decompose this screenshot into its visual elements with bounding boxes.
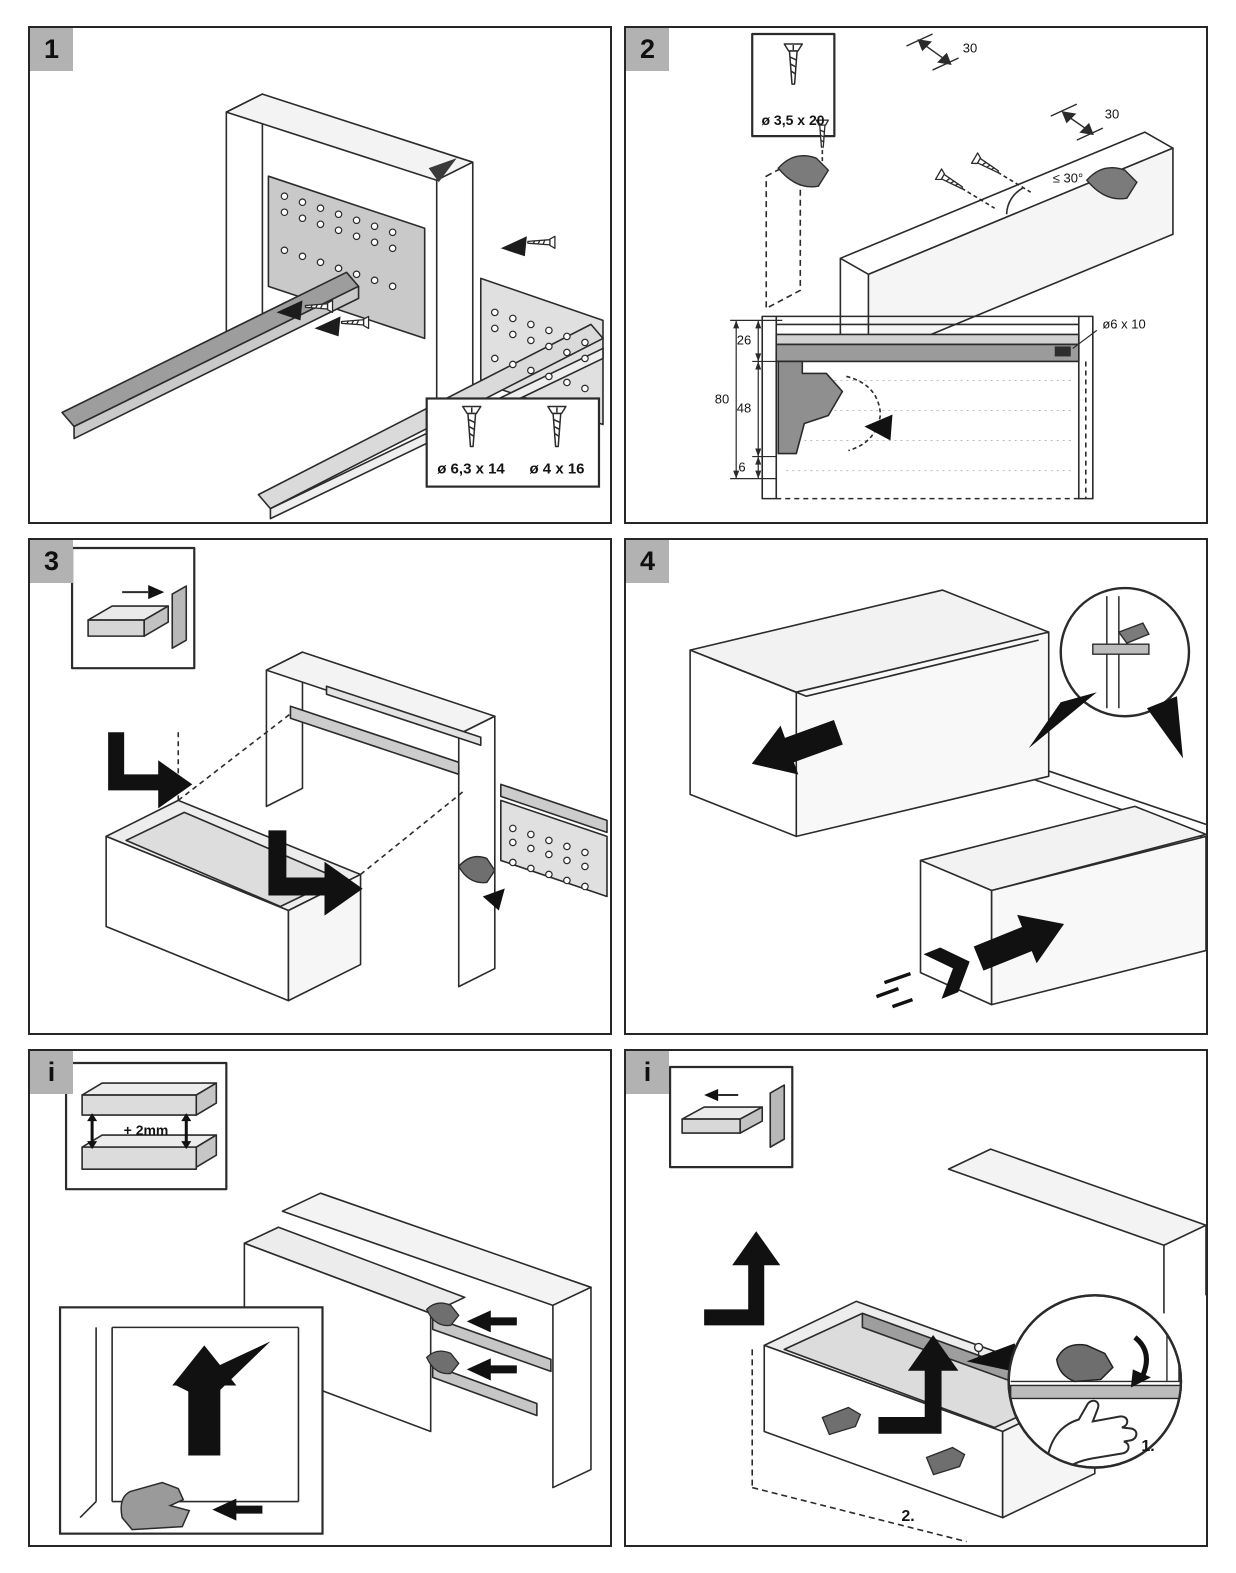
panel-6-illustration xyxy=(668,1066,1206,1543)
screw-spec-1-label: ø 6,3 x 14 xyxy=(437,460,505,478)
panel-1-illustration xyxy=(61,93,604,520)
panel-1-number: 1 xyxy=(30,28,73,71)
mounting-screws xyxy=(276,158,556,337)
dim-30-top-label: 30 xyxy=(962,40,978,56)
callout-wedge xyxy=(1146,695,1183,758)
place-arrow xyxy=(108,731,193,809)
step-1-label: 1. xyxy=(1141,1438,1155,1456)
hole-spec-label: ø6 x 10 xyxy=(1102,316,1146,332)
detail-circle-content xyxy=(1009,1295,1181,1468)
panel-3-number: 3 xyxy=(30,539,73,583)
dimension-30-top xyxy=(906,33,959,71)
floor-latch xyxy=(925,1447,966,1476)
gap-note-label: + 2mm xyxy=(123,1122,169,1139)
panel-6-info-badge: i xyxy=(626,1051,669,1095)
gap-arrows xyxy=(90,1119,188,1144)
panel-3: 3 xyxy=(28,537,612,1036)
latch-arrow xyxy=(466,1310,517,1333)
screw-spec-2-label: ø 4 x 16 xyxy=(529,460,585,478)
dim-26-label: 26 xyxy=(736,332,752,348)
panel-info-height: i + 2mm xyxy=(28,1049,612,1547)
cross-section-view xyxy=(730,315,1098,500)
detail-box xyxy=(58,1306,324,1536)
insert-arrow xyxy=(148,584,165,599)
screw-spec-box xyxy=(425,397,601,488)
panel-3-illustration xyxy=(70,546,608,1002)
latch-component xyxy=(1055,1344,1114,1383)
drawers xyxy=(689,588,1206,1006)
panel-5-info-badge: i xyxy=(30,1051,73,1095)
front-latch xyxy=(777,155,830,188)
cabinet-and-drawer xyxy=(105,651,608,1002)
rear-latch xyxy=(1085,167,1138,200)
runner-latch xyxy=(425,1302,460,1327)
panel-5-illustration xyxy=(58,1062,592,1536)
panel-2-number: 2 xyxy=(626,28,669,71)
speed-lines xyxy=(875,971,914,1008)
remove-inset xyxy=(668,1066,794,1169)
screw-spec-label: ø 3,5 x 20 xyxy=(761,112,825,128)
dimension-30-side xyxy=(1050,103,1104,141)
panel-4-number: 4 xyxy=(626,539,669,583)
dim-48-label: 48 xyxy=(736,400,752,416)
dim-6-label: 6 xyxy=(738,459,746,475)
remove-arrow xyxy=(704,1089,719,1102)
locating-pin xyxy=(973,1343,984,1353)
callout-wedge xyxy=(176,1341,271,1402)
dim-80-label: 80 xyxy=(714,391,730,407)
release-arrow xyxy=(864,414,893,441)
callout-wedge xyxy=(1028,691,1097,748)
gap-arrowheads xyxy=(87,1113,192,1150)
rear-latch xyxy=(457,855,496,884)
insert-inset xyxy=(70,546,196,669)
floor-latch xyxy=(821,1407,862,1436)
callout-wedge xyxy=(966,1343,1023,1374)
lift-arrow xyxy=(704,1231,781,1326)
panel-2: 2 ø 3,5 x 20 30 30 ≤ 30° ø6 x 10 26 80 4… xyxy=(624,26,1208,524)
hand xyxy=(1045,1400,1138,1468)
dim-30-side-label: 30 xyxy=(1104,106,1120,122)
step-2-label: 2. xyxy=(901,1508,915,1526)
dimension-arrowheads xyxy=(733,320,762,479)
latch-component xyxy=(120,1482,191,1531)
panel-4: 4 xyxy=(624,537,1208,1036)
angle-max-label: ≤ 30° xyxy=(1052,170,1084,186)
latch-arrow xyxy=(466,1358,517,1381)
drawer-front-runners xyxy=(243,1192,592,1489)
panel-1: 1 ø 6,3 x 14 ø 4 x 16 xyxy=(28,26,612,524)
detail-circle-content xyxy=(1092,595,1150,708)
panel-2-illustration xyxy=(730,32,1174,500)
runner-latch xyxy=(425,1350,460,1375)
latch-arrow xyxy=(482,888,505,911)
push-in-chevron xyxy=(923,947,970,999)
rotate-arrow xyxy=(1133,1335,1149,1377)
panel-4-illustration xyxy=(689,586,1206,1008)
panel-info-removal: i 1. 2. xyxy=(624,1049,1208,1547)
